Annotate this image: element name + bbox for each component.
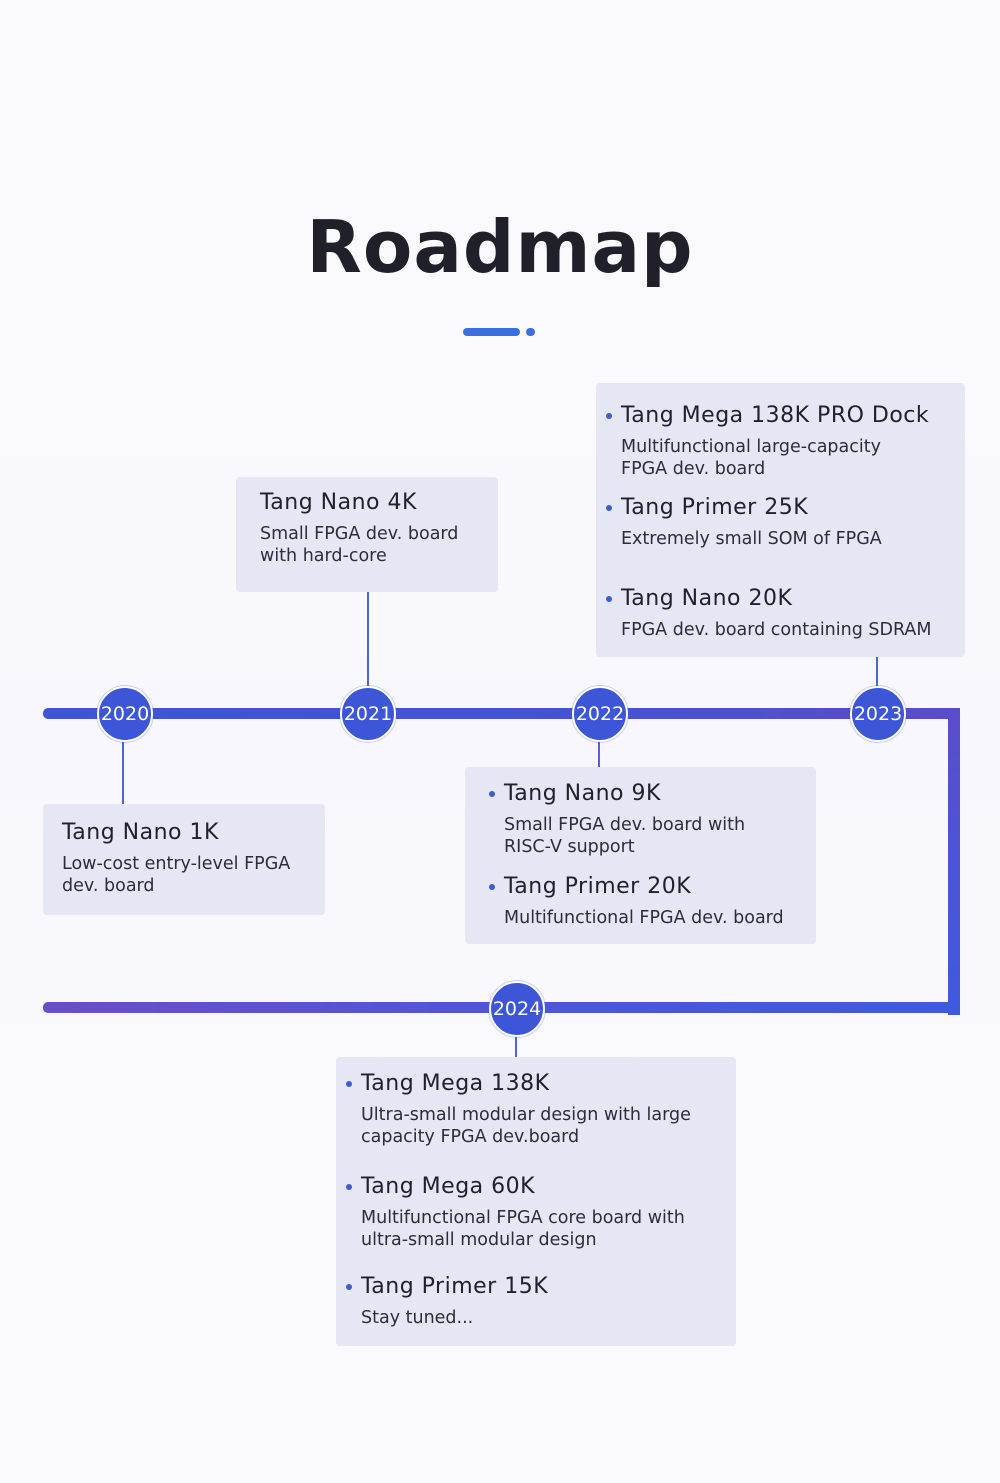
product-desc: Ultra-small modular design with large ca… <box>361 1105 691 1147</box>
bullet-dot <box>606 413 612 419</box>
product-title: Tang Nano 4K <box>260 490 417 515</box>
timeline-line-connector <box>948 708 960 1015</box>
product-desc: Extremely small SOM of FPGA <box>621 529 882 549</box>
product-tang-nano-9k: Tang Nano 9K Small FPGA dev. board with … <box>504 781 745 858</box>
bullet-dot <box>346 1081 352 1087</box>
product-title: Tang Primer 15K <box>361 1274 549 1299</box>
bullet-dot <box>606 505 612 511</box>
bullet-dot <box>489 791 495 797</box>
year-node-2024: 2024 <box>489 981 545 1037</box>
product-tang-mega-60k: Tang Mega 60K Multifunctional FPGA core … <box>361 1174 685 1251</box>
product-title: Tang Nano 20K <box>621 586 793 611</box>
product-tang-nano-20k: Tang Nano 20K FPGA dev. board containing… <box>621 586 932 641</box>
product-title: Tang Mega 60K <box>361 1174 536 1199</box>
product-desc: Low-cost entry-level FPGA dev. board <box>62 854 291 896</box>
year-node-2022: 2022 <box>572 686 628 742</box>
product-tang-mega-138k: Tang Mega 138K Ultra-small modular desig… <box>361 1071 691 1148</box>
product-title: Tang Primer 20K <box>504 874 692 899</box>
title-underline-dot <box>526 328 535 336</box>
bullet-dot <box>346 1184 352 1190</box>
card-2020: Tang Nano 1K Low-cost entry-level FPGA d… <box>43 804 325 915</box>
stem-2022 <box>598 740 600 768</box>
title-underline <box>463 328 520 336</box>
bullet-dot <box>489 884 495 890</box>
product-tang-nano-4k: Tang Nano 4K Small FPGA dev. board with … <box>260 490 458 567</box>
product-tang-nano-1k: Tang Nano 1K Low-cost entry-level FPGA d… <box>62 820 290 897</box>
product-tang-mega-138k-pro-dock: Tang Mega 138K PRO Dock Multifunctional … <box>621 403 929 480</box>
product-desc: Stay tuned... <box>361 1308 474 1328</box>
product-desc: Small FPGA dev. board with hard-core <box>260 524 459 566</box>
card-2024: Tang Mega 138K Ultra-small modular desig… <box>336 1057 736 1346</box>
year-node-2020: 2020 <box>97 686 153 742</box>
stem-2023 <box>876 657 878 687</box>
card-2023: Tang Mega 138K PRO Dock Multifunctional … <box>596 383 965 657</box>
product-title: Tang Nano 1K <box>62 820 219 845</box>
product-desc: Small FPGA dev. board with RISC-V suppor… <box>504 815 746 857</box>
product-title: Tang Nano 9K <box>504 781 661 806</box>
product-desc: Multifunctional FPGA dev. board <box>504 908 784 928</box>
card-2021: Tang Nano 4K Small FPGA dev. board with … <box>236 477 498 592</box>
bullet-dot <box>606 596 612 602</box>
product-tang-primer-25k: Tang Primer 25K Extremely small SOM of F… <box>621 495 882 550</box>
product-desc: Multifunctional FPGA core board with ult… <box>361 1208 685 1250</box>
card-2022: Tang Nano 9K Small FPGA dev. board with … <box>465 767 816 944</box>
year-node-2021: 2021 <box>340 686 396 742</box>
product-title: Tang Primer 25K <box>621 495 809 520</box>
product-title: Tang Mega 138K PRO Dock <box>621 403 930 428</box>
page-title: Roadmap <box>306 205 694 289</box>
timeline-line-upper <box>43 708 960 719</box>
stem-2021 <box>367 591 369 687</box>
bullet-dot <box>346 1284 352 1290</box>
stem-2024 <box>515 1034 517 1058</box>
stem-2020 <box>122 740 124 804</box>
product-desc: FPGA dev. board containing SDRAM <box>621 620 932 640</box>
product-tang-primer-20k: Tang Primer 20K Multifunctional FPGA dev… <box>504 874 784 929</box>
product-title: Tang Mega 138K <box>361 1071 550 1096</box>
product-desc: Multifunctional large-capacity FPGA dev.… <box>621 437 881 479</box>
product-tang-primer-15k: Tang Primer 15K Stay tuned... <box>361 1274 548 1329</box>
year-node-2023: 2023 <box>850 686 906 742</box>
